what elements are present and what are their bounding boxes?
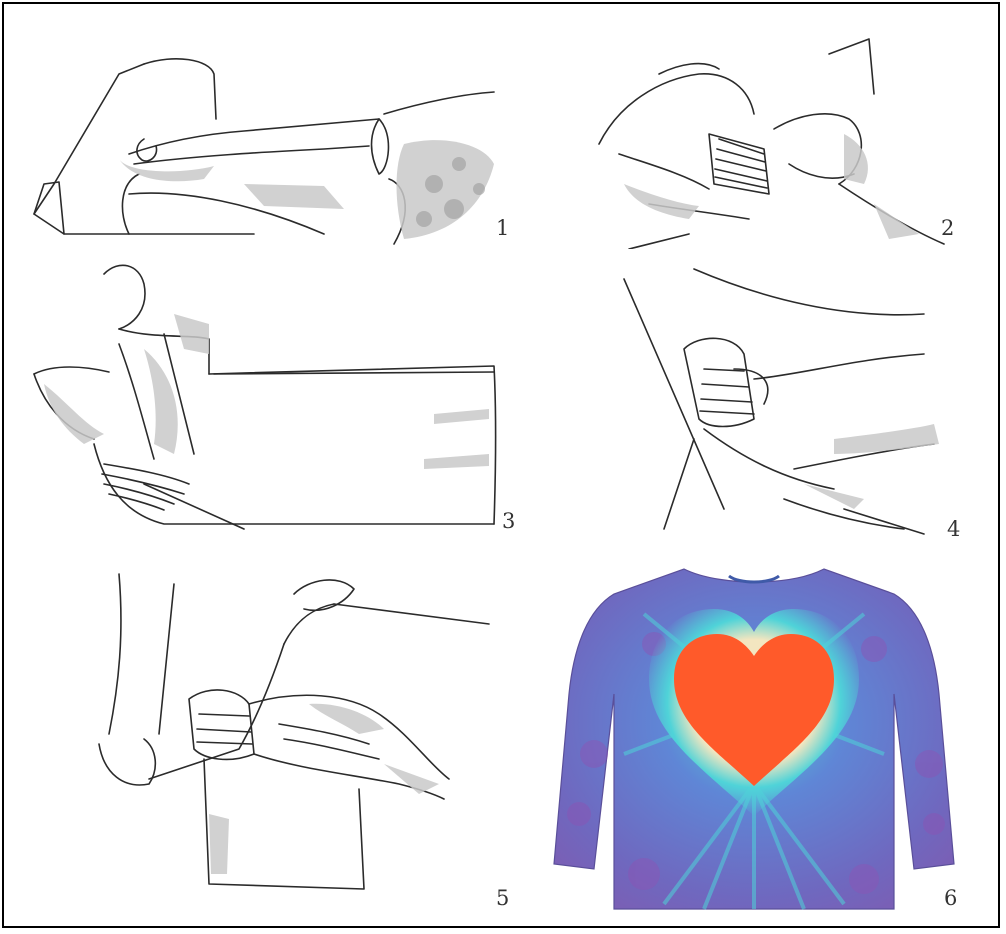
step-number-2: 2 [941,216,954,240]
step-number-5: 5 [496,886,509,910]
step-number-4: 4 [947,517,960,541]
step-number-1: 1 [496,216,509,240]
gathering-fabric-drawing [589,34,974,249]
step-2-illustration: 2 [589,34,974,249]
step-5-illustration: 5 [79,554,524,924]
step-4-illustration: 4 [604,259,974,544]
tie-dye-heart-shirt-image [534,554,974,924]
step-1-illustration: 1 [24,34,514,249]
folding-shirt-drawing [24,34,514,249]
pleated-shirt-drawing [24,254,519,539]
step-number-6: 6 [944,886,957,910]
wrapping-string-drawing [604,259,974,544]
step-number-3: 3 [502,509,515,533]
tying-string-drawing [79,554,524,924]
step-6-photo: 6 [534,554,974,924]
step-3-illustration: 3 [24,254,519,539]
